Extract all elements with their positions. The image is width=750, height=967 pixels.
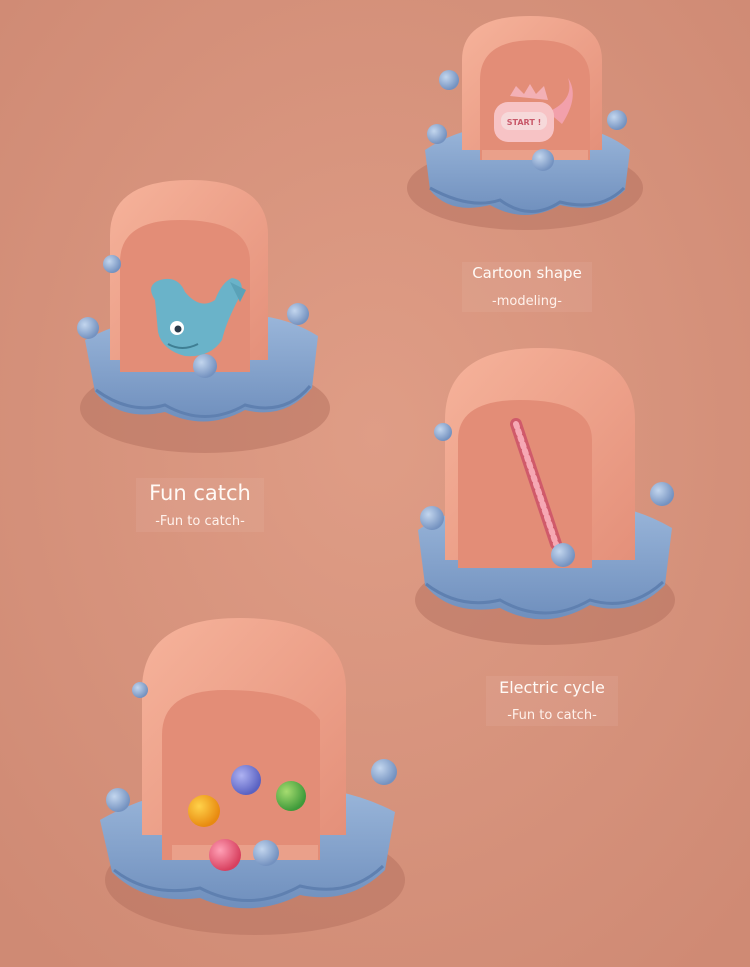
purple-ball [231,765,261,795]
blue-knob [551,543,575,567]
toy-balls [100,618,405,935]
green-ball [276,781,306,811]
start-toy: START ! [494,78,573,142]
blue-knob [287,303,309,325]
toy-cartoon: START ! [407,16,643,230]
fun-catch-title: Fun catch [149,481,251,505]
dinosaur-toy [151,278,246,357]
blue-knob [132,682,148,698]
blue-knob [650,482,674,506]
toy-opening [458,400,592,568]
toy-fun-catch [77,180,330,453]
electric-cycle-title: Electric cycle [499,678,605,697]
electric-cycle-subtitle: -Fun to catch- [507,708,597,723]
blue-knob [439,70,459,90]
blue-knob [193,354,217,378]
label-cartoon-shape: Cartoon shape -modeling- [462,262,592,312]
blue-knob [607,110,627,130]
spiral-track [510,418,562,550]
blue-knob [532,149,554,171]
blue-knob [420,506,444,530]
blue-knob [103,255,121,273]
blue-knob [371,759,397,785]
toy-electric-cycle [415,348,675,645]
label-electric-cycle: Electric cycle -Fun to catch- [486,676,618,726]
blue-knob [434,423,452,441]
blue-knob [106,788,130,812]
pink-ball [209,839,241,871]
blue-knob [253,840,279,866]
yellow-ball [188,795,220,827]
fun-catch-subtitle: -Fun to catch- [155,514,245,529]
cartoon-shape-subtitle: -modeling- [492,294,562,309]
blue-knob [77,317,99,339]
start-badge-text: START ! [507,118,541,127]
cartoon-shape-title: Cartoon shape [472,264,582,282]
blue-knob [427,124,447,144]
label-fun-catch: Fun catch -Fun to catch- [136,478,264,532]
